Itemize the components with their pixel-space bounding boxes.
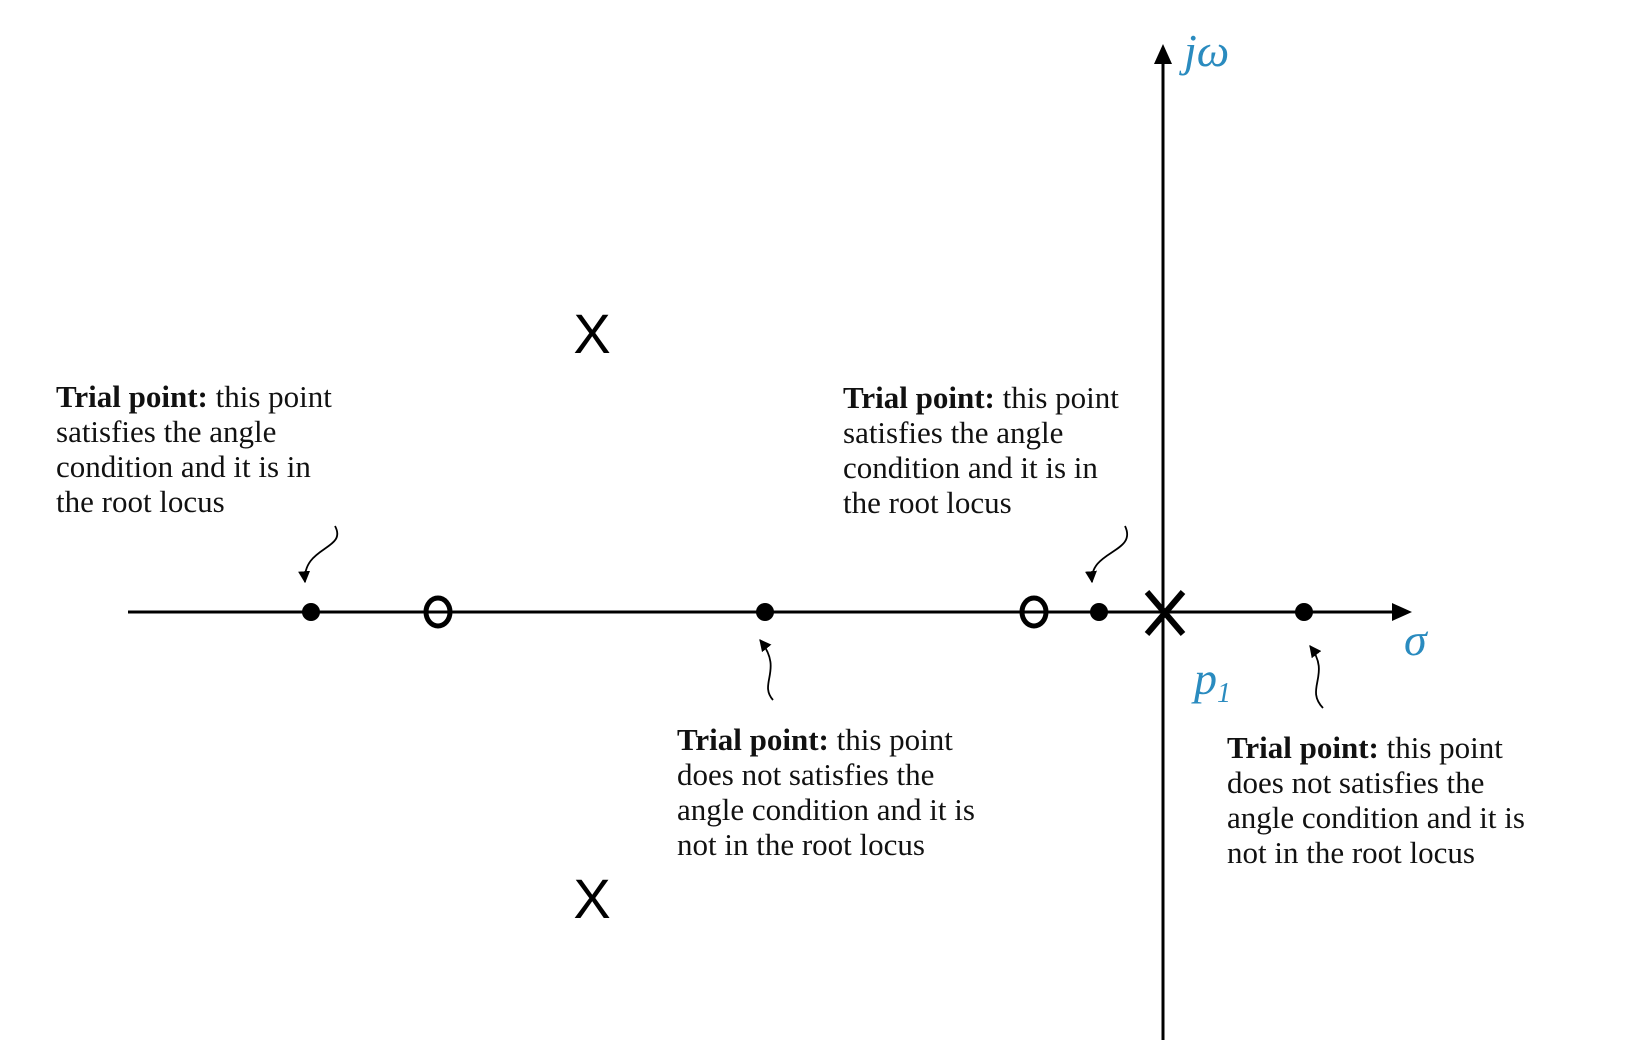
pole-origin [1144, 590, 1186, 636]
callout-right-line-3: angle condition and it is [1227, 800, 1525, 835]
pointer-arrow-right [1309, 645, 1324, 709]
callout-near-origin-line-1: this point [1002, 380, 1119, 415]
jw-axis-label: jω [1179, 25, 1229, 76]
callout-near-origin-line-3: condition and it is in [843, 450, 1098, 485]
callout-far-left-line-4: the root locus [56, 484, 225, 519]
pole-p1-label: p1 [1191, 653, 1231, 709]
imaginary-axis [1154, 44, 1172, 1040]
zero-left [423, 595, 453, 629]
imaginary-axis-arrowhead [1154, 44, 1172, 64]
callout-middle-lead: Trial point: [677, 722, 829, 757]
pointer-arrow-middle [759, 639, 774, 701]
callout-far-left-line-3: condition and it is in [56, 449, 311, 484]
callout-right: Trial point: this point does not satisfi… [1227, 730, 1525, 870]
trial-point-near-origin [1090, 603, 1108, 621]
callout-near-origin-line-2: satisfies the angle [843, 415, 1064, 450]
callout-middle-line-4: not in the root locus [677, 827, 925, 862]
pointer-arrow-near-origin [1085, 525, 1128, 584]
callout-near-origin: Trial point: this point satisfies the an… [843, 380, 1119, 520]
pole-p1-main: p [1191, 653, 1217, 704]
callout-far-left-lead: Trial point: [56, 379, 208, 414]
callout-middle-line-1: this point [836, 722, 953, 757]
trial-point-far-left [302, 603, 320, 621]
callout-right-line-4: not in the root locus [1227, 835, 1475, 870]
pole-p1-subscript: 1 [1217, 678, 1231, 709]
callout-right-line-2: does not satisfies the [1227, 765, 1485, 800]
callout-near-origin-lead: Trial point: [843, 380, 995, 415]
sigma-axis-label: σ [1404, 614, 1429, 665]
callout-far-left-line-1: this point [215, 379, 332, 414]
callout-far-left-line-2: satisfies the angle [56, 414, 277, 449]
callout-near-origin-line-4: the root locus [843, 485, 1012, 520]
pointer-arrow-far-left [298, 525, 339, 584]
trial-point-right [1295, 603, 1313, 621]
callout-middle-line-3: angle condition and it is [677, 792, 975, 827]
callout-far-left: Trial point: this point satisfies the an… [56, 379, 332, 519]
callout-middle: Trial point: this point does not satisfi… [677, 722, 975, 862]
callout-right-line-1: this point [1386, 730, 1503, 765]
pole-upper-complex: X [573, 302, 610, 365]
real-axis-arrowhead [1392, 603, 1412, 621]
callout-middle-line-2: does not satisfies the [677, 757, 935, 792]
callout-right-lead: Trial point: [1227, 730, 1379, 765]
pole-lower-complex: X [573, 867, 610, 930]
zero-right [1019, 595, 1049, 629]
trial-point-middle [756, 603, 774, 621]
